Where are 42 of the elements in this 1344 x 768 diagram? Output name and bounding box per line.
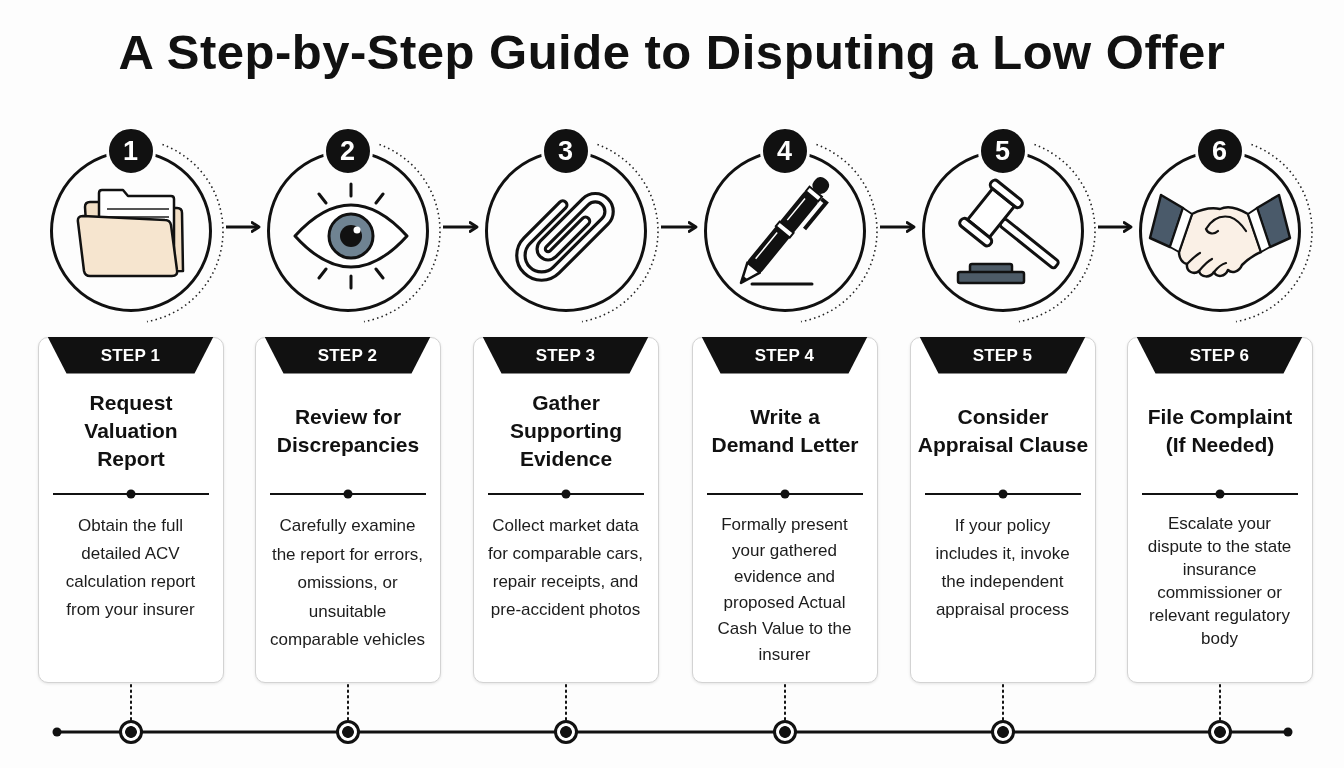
step-description: Escalate your dispute to the state insurance commissioner or relevant regulatory body [1147,513,1292,650]
timeline-marker [119,720,143,744]
step-description: Carefully examine the report for errors, omissions, or unsuitable comparable vehicles [269,515,426,651]
step-card [473,337,659,683]
title: A Step-by-Step Guide to Disputing a Low Offer [118,24,1226,80]
step-tab: STEP 6 [1136,336,1303,374]
step-title: Request Valuation Report [83,390,179,472]
step-card [255,337,441,683]
dotted-connector [130,684,132,721]
step-tab: STEP 2 [264,336,431,374]
step-title: Review for Discrepancies [276,404,420,458]
step-description: If your policy includes it, invoke the independent appraisal process [934,515,1071,621]
timeline-marker [554,720,578,744]
step-card [1127,337,1313,683]
dotted-connector [784,684,786,721]
step-description: Formally present your gathered evidence and proposed Actual Cash Value to the insurer [717,514,852,666]
step-card [38,337,224,683]
step-card [910,337,1096,683]
step-tab: STEP 1 [47,336,214,374]
arrow [226,221,261,233]
step-tab: STEP 4 [701,336,868,374]
step-description: Obtain the full detailed ACV calculation report from your insurer [65,515,196,621]
step-title: Write a Demand Letter [710,404,860,458]
arrow [1098,221,1133,233]
timeline-marker [773,720,797,744]
step-title: Consider Appraisal Clause [917,404,1089,458]
timeline-marker [1208,720,1232,744]
dotted-connector [565,684,567,721]
dotted-connector [347,684,349,721]
step-title: Gather Supporting Evidence [509,390,623,472]
dotted-connector [1219,684,1221,721]
step-card [692,337,878,683]
timeline-marker [991,720,1015,744]
arrow [880,221,916,233]
arrow [443,221,479,233]
step-tab: STEP 3 [482,336,649,374]
step-description: Collect market data for comparable cars, repair receipts, and pre-accident photos [487,515,644,621]
step-tab: STEP 5 [919,336,1086,374]
arrow [661,221,698,233]
dotted-connector [1002,684,1004,721]
timeline-marker [336,720,360,744]
step-title: File Complaint (If Needed) [1147,404,1293,458]
